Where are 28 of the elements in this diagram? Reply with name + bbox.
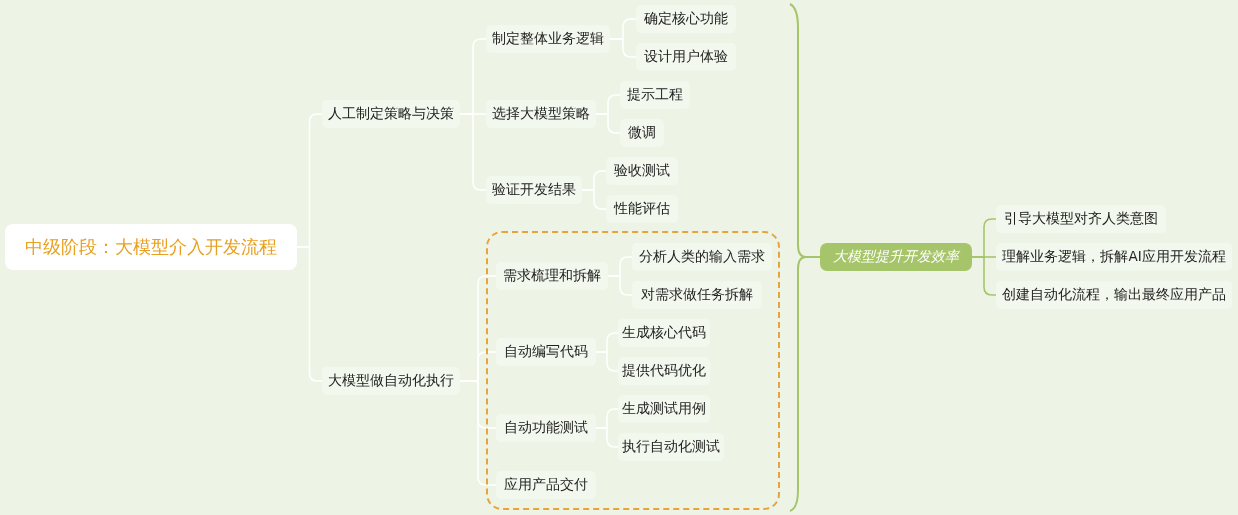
topic-box: 应用产品交付	[496, 471, 596, 499]
topic-box: 提供代码优化	[618, 357, 710, 385]
topic-box: 引导大模型对齐人类意图	[996, 205, 1166, 233]
connector-line	[971, 256, 997, 296]
topic-box: 设计用户体验	[636, 43, 736, 71]
topic-box: 执行自动化测试	[618, 433, 724, 461]
topic-box: 微调	[620, 119, 664, 147]
topic-box: 生成核心代码	[618, 319, 710, 347]
topic-box: 验证开发结果	[486, 176, 582, 204]
topic-box: 需求梳理和拆解	[496, 262, 608, 290]
topic-box: 确定核心功能	[636, 5, 736, 33]
topic-box: 理解业务逻辑，拆解AI应用开发流程	[996, 243, 1232, 271]
topic-box: 创建自动化流程，输出最终应用产品	[996, 281, 1232, 309]
topic-box: 大模型做自动化执行	[322, 367, 460, 395]
topic-box: 人工制定策略与决策	[322, 100, 460, 128]
topic-box: 自动功能测试	[496, 414, 596, 442]
dashed-boundary	[486, 231, 780, 510]
topic-box: 制定整体业务逻辑	[486, 25, 610, 53]
topic-box: 生成测试用例	[618, 395, 710, 423]
topic-box: 选择大模型策略	[486, 100, 596, 128]
topic-box: 性能评估	[606, 195, 678, 223]
topic-box: 验收测试	[606, 157, 678, 185]
summary-topic-box: 大模型提升开发效率	[820, 243, 972, 271]
topic-box: 分析人类的输入需求	[632, 243, 772, 271]
topic-box: 自动编写代码	[496, 338, 596, 366]
central-topic-box: 中级阶段：大模型介入开发流程	[5, 224, 297, 270]
topic-box: 对需求做任务拆解	[632, 281, 762, 309]
topic-box: 提示工程	[620, 81, 690, 109]
